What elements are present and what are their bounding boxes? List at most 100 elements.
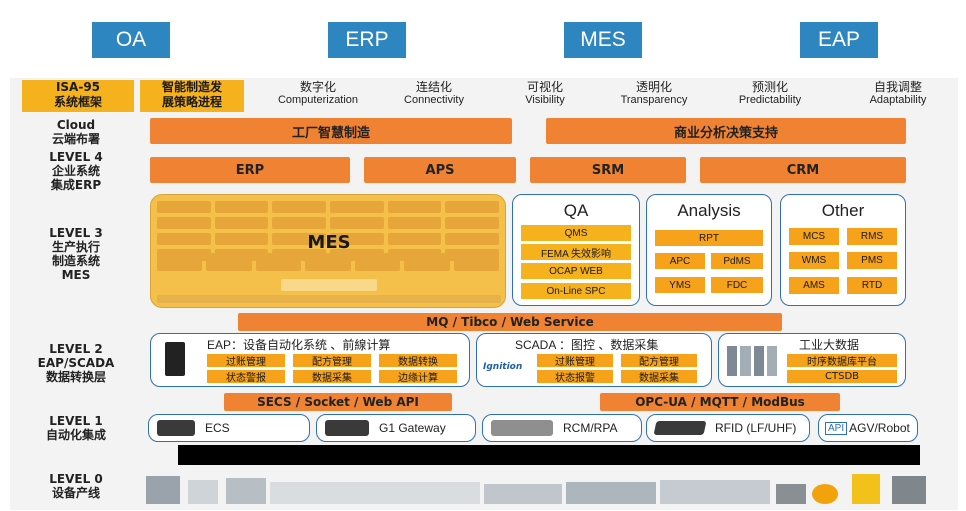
stage-cn: 连结化 [415,80,452,94]
ignition-logo: Ignition [483,362,523,372]
device-agv: API AGV/Robot [818,414,918,442]
scada-card: SCADA ：图控 、数据采集 Ignition 过账管理 配方管理 状态报警 … [476,333,712,387]
qa-spc: On-Line SPC [521,283,631,299]
mes-module [214,217,269,229]
level-desc: EAP/SCADA [37,356,115,370]
production-line-icon [270,482,480,504]
mes-module [387,201,442,213]
stage-en: Visibility [525,94,565,106]
level-desc: MES [61,268,91,282]
stage-en: Predictability [738,94,802,106]
level-desc: 数据转换层 [45,370,106,384]
strategy-line2: 展策略进程 [161,95,222,109]
mes-module [272,217,326,229]
machine-icon [776,484,806,504]
mes-module [445,217,499,229]
mes-module [354,253,401,271]
mes-title: MES [307,232,351,253]
redaction-bar [178,445,920,465]
scada-item: 状态报警 [537,370,613,384]
level-desc: 企业系统 [51,164,100,178]
mes-module [214,201,269,213]
eap-title: EAP：设备自动化系统 、前線计算 [207,338,391,352]
stage-cn: 自我调整 [873,80,922,94]
other-pms: PMS [847,252,897,269]
mes-module [330,217,384,229]
device-rcm: RCM/RPA [482,414,642,442]
mes-module [157,253,203,271]
scada-item: 过账管理 [537,354,613,368]
stage-cn: 数字化 [299,80,336,94]
stage-visibility: 可视化 Visibility [500,81,590,107]
analysis-yms: YMS [655,277,705,293]
mes-module [255,253,302,271]
system-eap: EAP [800,22,878,58]
framework-title: ISA-95 [55,80,101,94]
mes-base-bar [157,295,501,303]
mes-module [157,233,211,245]
db-cylinder [753,346,764,376]
qa-title: QA [563,201,589,220]
rfid-reader-icon [653,421,707,435]
device-label: ECS [205,421,230,435]
scada-item: 配方管理 [621,354,697,368]
mes-module [206,253,252,271]
eap-item: 状态警报 [207,370,285,384]
eap-item: 数据采集 [293,370,371,384]
mes-block: MES [150,194,506,308]
conveyor-icon [660,480,770,504]
protocol-bar-opcua: OPC-UA / MQTT / ModBus [600,393,840,411]
rcm-device-icon [491,420,553,436]
agv-robot-icon [812,484,838,504]
qa-qms: QMS [521,225,631,241]
stage-predictability: 预测化 Predictability [720,81,820,107]
mes-module [272,201,326,213]
strategy-line1: 智能制造发 [161,80,222,94]
level-name: LEVEL 0 [49,472,103,486]
stage-en: Connectivity [404,94,464,106]
level-desc: 生产执行 [51,240,100,254]
cloud-bar-factory: 工厂智慧制造 [150,118,512,144]
stage-en: Adaptability [869,94,927,106]
analysis-fdc: FDC [711,277,763,293]
robot-cell-icon [566,482,656,504]
system-oa: OA [92,22,170,58]
other-rms: RMS [847,228,897,245]
stage-cn: 预测化 [751,80,788,94]
analysis-pdms: PdMS [711,253,763,269]
machine-icon [188,480,218,504]
level-cloud-label: Cloud 云端布署 [14,118,138,146]
device-ecs: ECS [148,414,310,442]
level-desc: 制造系统 [51,254,100,268]
mes-module [445,233,499,245]
machine-icon [484,484,562,504]
stage-cn: 透明化 [635,80,672,94]
protocol-bar-secs: SECS / Socket / Web API [224,393,452,411]
other-title: Other [821,201,865,220]
framework-subtitle: 系统框架 [53,95,102,109]
other-card: Other MCS RMS WMS PMS AMS RTD [780,194,906,306]
other-ams: AMS [789,277,839,294]
bigdata-title: 工业大数据 [799,338,860,352]
eap-item: 过账管理 [207,354,285,368]
device-label: G1 Gateway [379,421,446,435]
stage-connectivity: 连结化 Connectivity [384,81,484,107]
analysis-card: Analysis RPT APC PdMS YMS FDC [646,194,772,306]
level-desc: 集成ERP [50,178,102,192]
mes-platform-bar [281,279,377,291]
mes-module [453,253,499,271]
qa-card: QA QMS FEMA 失效影响 OCAP WEB On-Line SPC [512,194,640,306]
forklift-icon [852,474,880,504]
mq-bar: MQ / Tibco / Web Service [238,313,782,331]
eap-item: 配方管理 [293,354,371,368]
level-4-label: LEVEL 4 企业系统 集成ERP [14,150,138,192]
database-icon [727,346,777,376]
level-desc: 设备产线 [51,486,100,500]
mes-module [330,201,384,213]
stage-computerization: 数字化 Computerization [262,81,374,107]
bigdata-item: CTSDB [787,370,897,383]
mes-module [305,253,351,271]
robot-arm-icon [892,476,926,504]
level-name: LEVEL 4 [49,150,103,164]
l4-bar-srm: SRM [530,157,686,183]
